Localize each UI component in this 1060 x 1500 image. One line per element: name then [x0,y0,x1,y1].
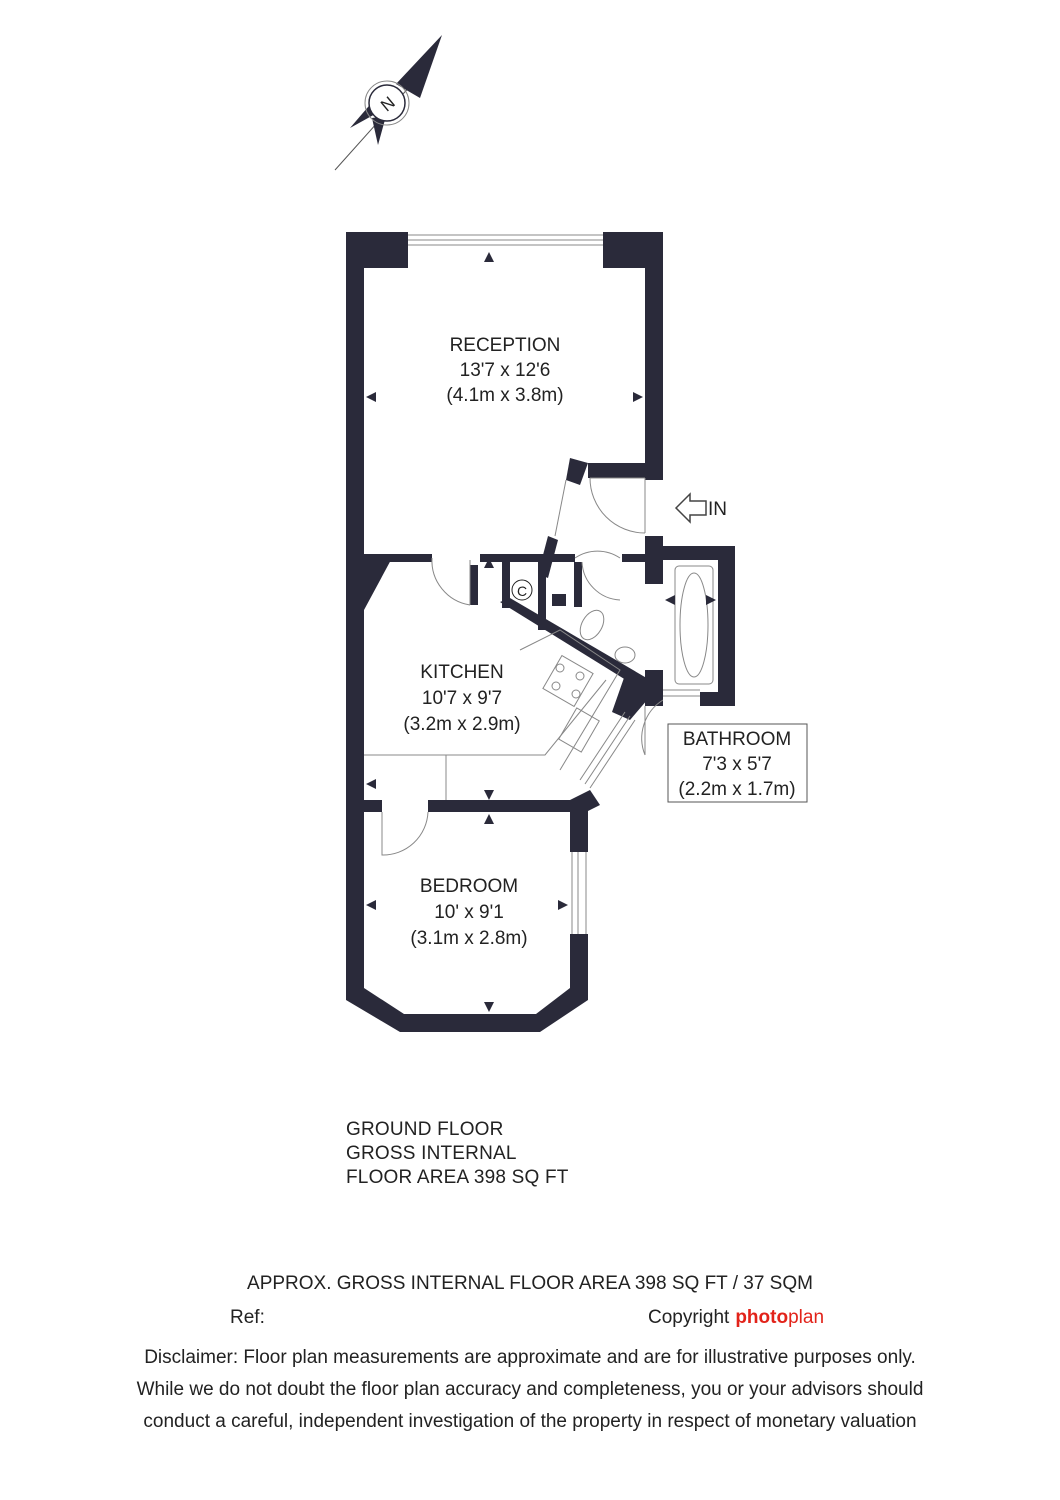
thin-lines [364,234,808,934]
approx-area: APPROX. GROSS INTERNAL FLOOR AREA 398 SQ… [247,1273,813,1294]
dimension-arrows [366,252,716,1012]
brand-part1: photo [735,1307,789,1328]
entrance-arrow-icon [674,492,707,524]
room-label-bathroom: BATHROOM 7'3 x 5'7 (2.2m x 1.7m) [678,729,795,800]
room-imperial: 7'3 x 5'7 [702,754,772,775]
floor-info: GROUND FLOOR GROSS INTERNAL FLOOR AREA 3… [346,1118,569,1190]
compass-icon: N [334,35,442,171]
room-name: KITCHEN [420,662,503,683]
room-name: RECEPTION [450,335,561,356]
entrance-label: IN [708,499,727,520]
brand-part2: plan [788,1307,825,1328]
walls [346,232,735,1032]
room-metric: (3.1m x 2.8m) [410,928,527,949]
disclaimer-line: While we do not doubt the floor plan acc… [136,1379,924,1400]
room-label-kitchen: KITCHEN 10'7 x 9'7 (3.2m x 2.9m) [403,662,520,735]
disclaimer-line: conduct a careful, independent investiga… [143,1411,917,1432]
room-label-reception: RECEPTION 13'7 x 12'6 (4.1m x 3.8m) [446,335,563,406]
room-imperial: 10' x 9'1 [434,902,504,923]
floor-info-line: FLOOR AREA 398 SQ FT [346,1167,569,1188]
floor-info-line: GROSS INTERNAL [346,1143,517,1164]
room-name: BATHROOM [683,729,791,750]
room-metric: (3.2m x 2.9m) [403,714,520,735]
disclaimer: Disclaimer: Floor plan measurements are … [0,1342,1060,1438]
room-metric: (4.1m x 3.8m) [446,385,563,406]
room-label-bedroom: BEDROOM 10' x 9'1 (3.1m x 2.8m) [410,876,527,949]
floor-plan: N [334,35,808,1032]
disclaimer-line: Disclaimer: Floor plan measurements are … [144,1347,916,1368]
room-name: BEDROOM [420,876,518,897]
cupboard-label: C [517,583,527,599]
floor-info-line: GROUND FLOOR [346,1119,504,1140]
room-metric: (2.2m x 1.7m) [678,779,795,800]
ref-label: Ref: [230,1307,265,1328]
photoplan-logo: photoplan [735,1307,824,1328]
copyright-label: Copyright [648,1307,730,1328]
room-imperial: 13'7 x 12'6 [460,360,551,381]
room-imperial: 10'7 x 9'7 [422,688,502,709]
